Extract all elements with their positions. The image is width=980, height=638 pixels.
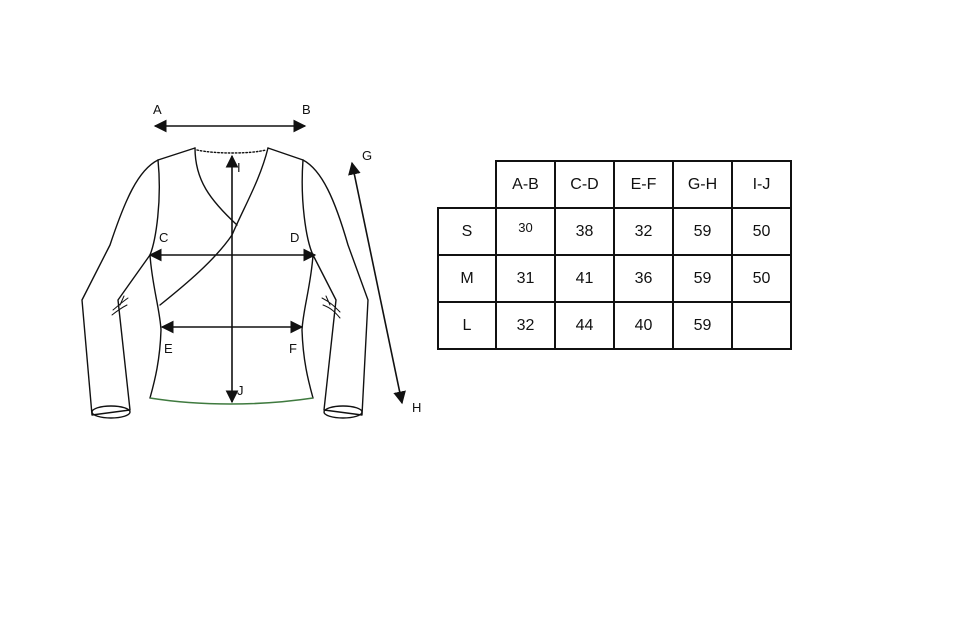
size-chart-table: A-B C-D E-F G-H I-J S 30 38 32 59 50 M 3… bbox=[437, 160, 792, 350]
column-header: A-B bbox=[495, 160, 556, 209]
body-left-side bbox=[149, 159, 162, 399]
label-i: I bbox=[237, 160, 241, 175]
arrow-g-h bbox=[348, 161, 406, 405]
right-cuff bbox=[323, 405, 363, 419]
column-header: E-F bbox=[613, 160, 674, 209]
table-cell: 50 bbox=[731, 254, 792, 303]
size-label: S bbox=[437, 207, 497, 256]
label-g: G bbox=[362, 148, 372, 163]
label-a: A bbox=[153, 102, 162, 117]
table-row: L 32 44 40 59 bbox=[437, 301, 792, 350]
label-h: H bbox=[412, 400, 421, 415]
collar-back bbox=[196, 149, 267, 154]
left-cuff bbox=[91, 405, 131, 419]
table-corner-cell bbox=[438, 161, 497, 209]
left-sleeve bbox=[81, 147, 196, 416]
table-cell: 41 bbox=[554, 254, 615, 303]
table-cell: 36 bbox=[613, 254, 674, 303]
table-cell: 32 bbox=[495, 301, 556, 350]
label-d: D bbox=[290, 230, 299, 245]
size-label: L bbox=[437, 301, 497, 350]
table-cell: 32 bbox=[613, 207, 674, 256]
table-cell bbox=[731, 301, 792, 350]
hem-line bbox=[149, 397, 314, 405]
table-cell: 30 bbox=[495, 207, 556, 256]
table-cell: 59 bbox=[672, 207, 733, 256]
neckline-left bbox=[194, 147, 238, 226]
right-tie bbox=[321, 295, 341, 319]
garment-diagram: A B C D E F G H I J bbox=[81, 102, 421, 419]
size-label: M bbox=[437, 254, 497, 303]
column-header: G-H bbox=[672, 160, 733, 209]
table-cell: 44 bbox=[554, 301, 615, 350]
table-row: M 31 41 36 59 50 bbox=[437, 254, 792, 303]
table-cell: 40 bbox=[613, 301, 674, 350]
table-cell: 59 bbox=[672, 254, 733, 303]
label-f: F bbox=[289, 341, 297, 356]
table-header-row: A-B C-D E-F G-H I-J bbox=[438, 160, 792, 209]
table-cell: 50 bbox=[731, 207, 792, 256]
label-c: C bbox=[159, 230, 168, 245]
right-sleeve bbox=[267, 147, 369, 416]
body-right-side bbox=[301, 159, 314, 399]
neckline-right-wrap bbox=[159, 147, 269, 306]
table-cell: 31 bbox=[495, 254, 556, 303]
label-b: B bbox=[302, 102, 311, 117]
column-header: C-D bbox=[554, 160, 615, 209]
table-cell: 59 bbox=[672, 301, 733, 350]
label-e: E bbox=[164, 341, 173, 356]
garment-outline bbox=[81, 147, 369, 419]
label-j: J bbox=[237, 383, 244, 398]
left-tie bbox=[111, 295, 129, 316]
table-row: S 30 38 32 59 50 bbox=[437, 207, 792, 256]
column-header: I-J bbox=[731, 160, 792, 209]
cell-value: 30 bbox=[518, 219, 533, 235]
table-cell: 38 bbox=[554, 207, 615, 256]
